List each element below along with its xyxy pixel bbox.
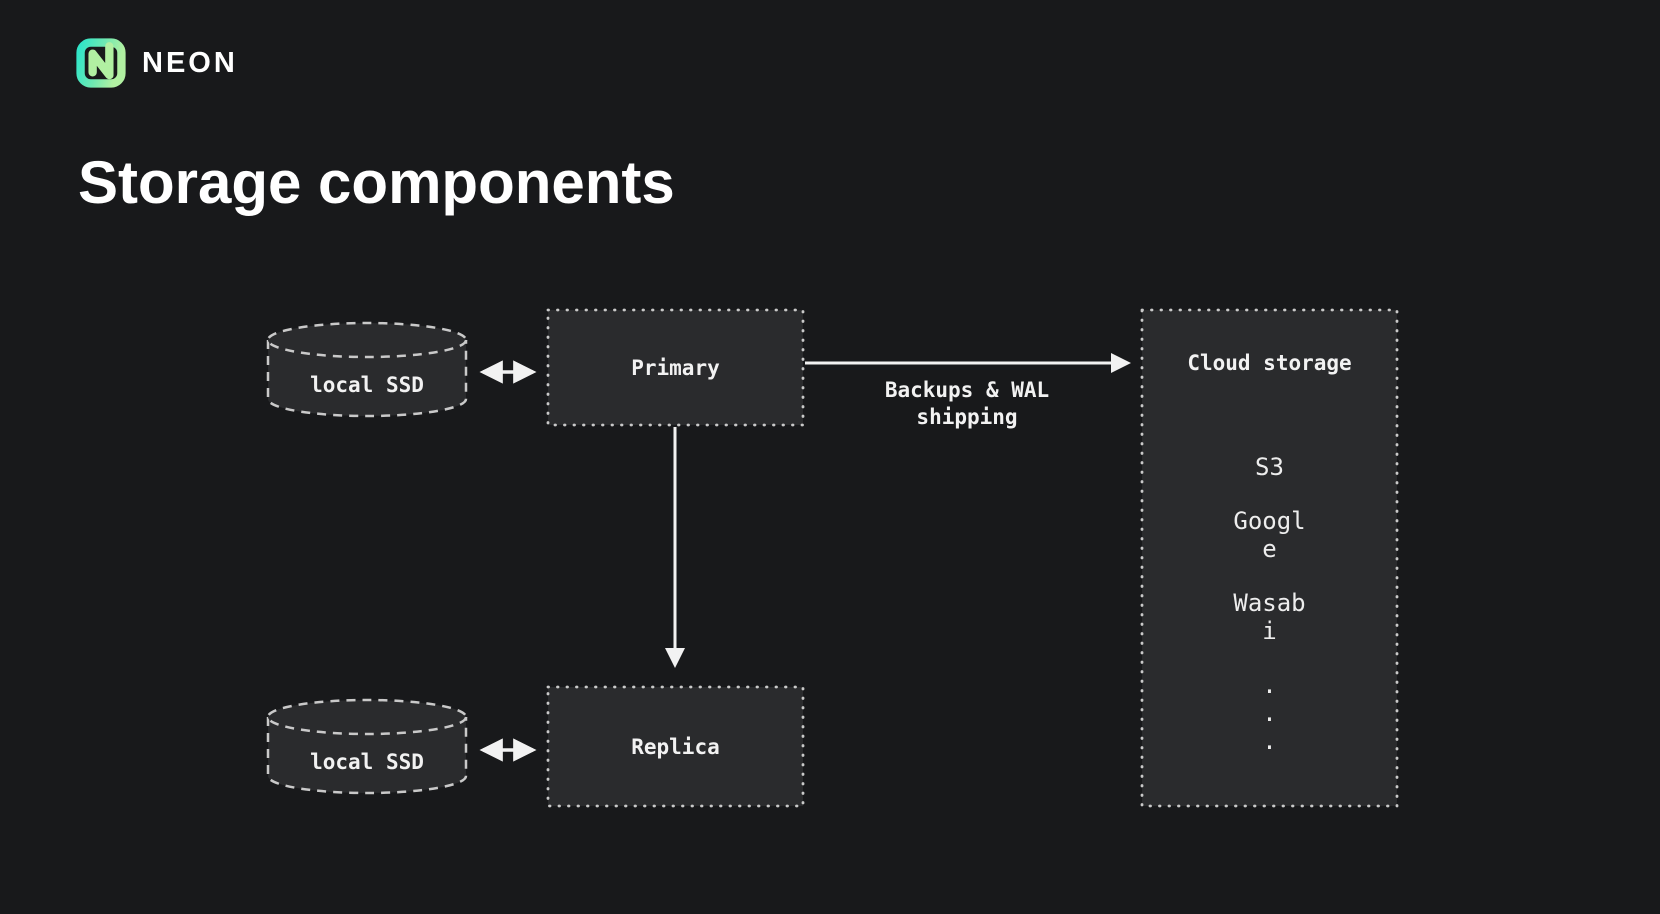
- brand-header: NEON: [75, 36, 238, 90]
- cloud-items-ellipsis: . . .: [1142, 671, 1397, 755]
- primary-box-shape: [546, 308, 805, 427]
- neon-logo-icon: [76, 38, 126, 88]
- page-title: Storage components: [78, 149, 675, 216]
- cloud-storage-box-shape: [1140, 308, 1399, 808]
- backup-wal-arrow-label: Backups & WAL shipping: [884, 378, 1050, 429]
- cloud-item-google: Google: [1233, 507, 1306, 563]
- replica-box-shape: [546, 685, 805, 808]
- local-ssd-top-cylinder: [266, 321, 468, 418]
- ellipsis-dot: .: [1262, 699, 1277, 727]
- local-ssd-bottom-label: local SSD: [310, 750, 424, 774]
- replica-label: Replica: [631, 734, 720, 759]
- ellipsis-dot: .: [1262, 671, 1277, 699]
- primary-label: Primary: [631, 355, 720, 380]
- cloud-storage-items: S3 Google Wasabi . . .: [1142, 453, 1397, 755]
- brand-name: NEON: [142, 46, 238, 79]
- cloud-item-s3: S3: [1255, 453, 1284, 481]
- local-ssd-top-label: local SSD: [310, 373, 424, 397]
- ellipsis-dot: .: [1262, 727, 1277, 755]
- cloud-item-wasabi: Wasabi: [1233, 589, 1306, 645]
- local-ssd-bottom-cylinder: [266, 698, 468, 795]
- cloud-storage-title: Cloud storage: [1187, 351, 1352, 375]
